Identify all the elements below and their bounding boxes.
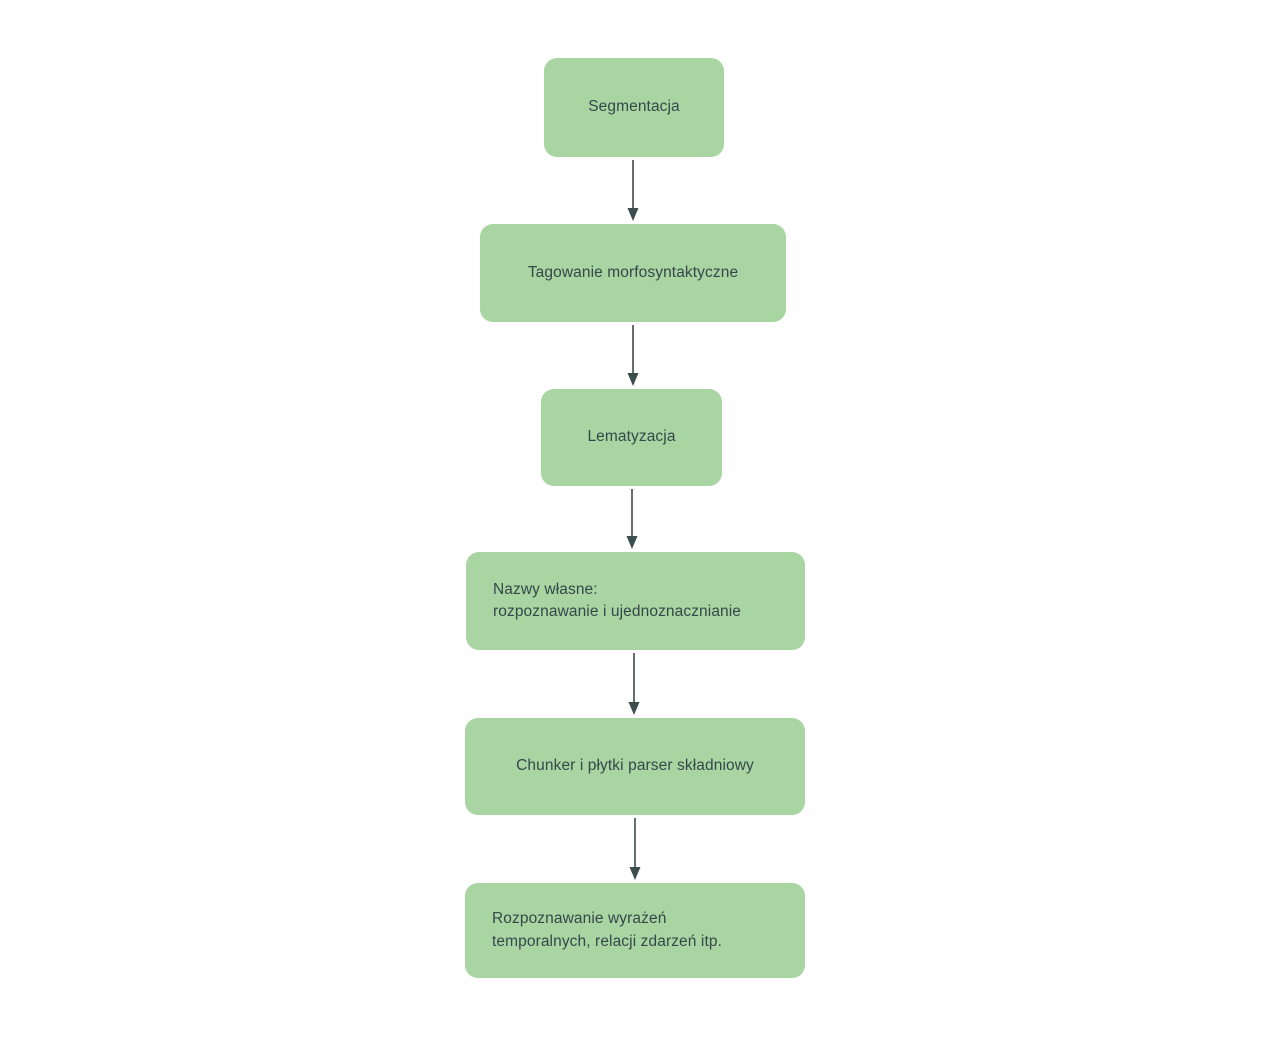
flowchart-node-label: Tagowanie morfosyntaktyczne xyxy=(527,263,739,281)
flowchart-node-tagowanie-morfosyntaktyczne[interactable]: Tagowanie morfosyntaktyczne xyxy=(480,224,786,322)
arrow-chunker-wyrazenia xyxy=(629,818,641,880)
arrow-nazwy-chunker xyxy=(628,653,640,715)
flowchart-node-label: Rozpoznawanie wyrażeń temporalnych, rela… xyxy=(492,910,722,950)
flowchart-node-segmentacja[interactable]: Segmentacja xyxy=(544,58,724,157)
flowchart-node-nazwy-wlasne[interactable]: Nazwy własne: rozpoznawanie i ujednoznac… xyxy=(466,552,805,650)
flowchart-node-chunker-parser[interactable]: Chunker i płytki parser składniowy xyxy=(465,718,805,815)
flowchart-node-label: Chunker i płytki parser składniowy xyxy=(516,757,754,775)
arrow-segmentacja-tagowanie xyxy=(627,160,639,221)
flowchart-node-wyrazenia-temporalne[interactable]: Rozpoznawanie wyrażeń temporalnych, rela… xyxy=(465,883,805,978)
arrow-lematyzacja-nazwy xyxy=(626,489,638,549)
flowchart-node-label: Lematyzacja xyxy=(587,428,676,446)
flowchart-node-label: Segmentacja xyxy=(588,98,680,116)
arrow-tagowanie-lematyzacja xyxy=(627,325,639,386)
flowchart-node-label: Nazwy własne: rozpoznawanie i ujednoznac… xyxy=(493,580,742,620)
flowchart-node-lematyzacja[interactable]: Lematyzacja xyxy=(541,389,722,486)
